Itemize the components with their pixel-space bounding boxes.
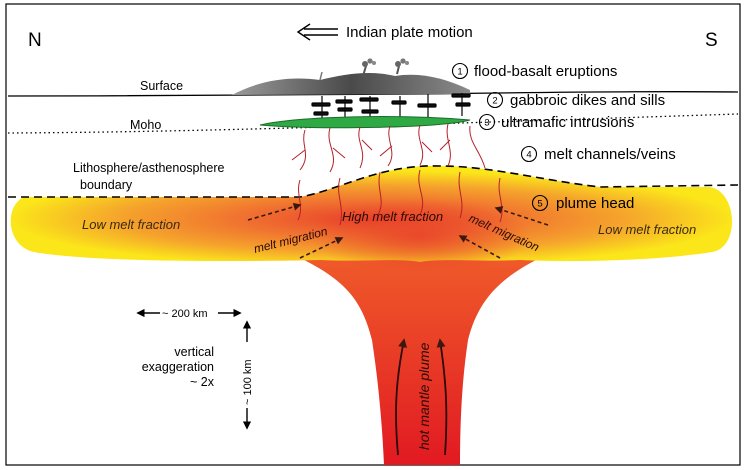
legend-flood-basalt: flood-basalt eruptions [474,63,617,80]
legend-melt-channels: melt channels/veins [544,146,676,163]
hot-mantle-plume-label: hot mantle plume [416,342,432,450]
plume-stem [300,258,540,465]
svg-text:2: 2 [492,96,497,107]
svg-text:4: 4 [526,150,531,161]
legend-numbers: 1 2 3 4 5 [457,67,542,210]
lab-line [8,165,739,198]
scale-horizontal-label: ~ 200 km [162,308,208,320]
plume-upflow-arrows [395,338,448,456]
gabbroic-dikes-sills [311,93,471,120]
melt-migration-arrows [247,202,549,259]
scale-vertical-label: ~ 100 km [242,359,254,405]
exaggeration-line3: ~ 2x [190,375,215,389]
surface-label: Surface [140,79,183,93]
legend-number-circles [451,62,549,212]
svg-text:5: 5 [537,199,542,210]
lab-label-line2: boundary [80,178,133,192]
plume-core-glow [310,198,530,274]
legend-circle-5 [531,194,549,212]
lab-label-line1: Lithosphere/asthenosphere [73,161,225,175]
low-melt-right: Low melt fraction [598,222,696,237]
legend-circle-4 [520,145,538,163]
plate-motion-arrow [296,23,338,41]
low-melt-left: Low melt fraction [82,217,180,232]
high-melt-label: High melt fraction [342,209,443,224]
legend-gabbroic-dikes: gabbroic dikes and sills [510,92,665,109]
scale-arrows [136,308,252,430]
legend-ultramafic: ultramafic intrusions [501,114,634,131]
melt-veins [291,123,503,226]
flood-basalt-topography [232,73,470,95]
svg-text:1: 1 [457,67,462,78]
legend-circle-3 [478,113,496,131]
svg-text:3: 3 [484,118,489,129]
legend-plume-head: plume head [556,195,634,212]
ultramafic-intrusion [259,116,471,129]
south-label: S [705,30,718,51]
north-label: N [28,30,42,51]
legend-circle-2 [486,91,504,109]
exaggeration-line1: vertical [174,345,214,359]
legend-circle-1 [451,62,469,80]
eruption-plumes [319,58,409,81]
plate-motion-label: Indian plate motion [346,24,473,41]
exaggeration-line2: exaggeration [142,360,214,374]
moho-label: Moho [130,118,161,132]
